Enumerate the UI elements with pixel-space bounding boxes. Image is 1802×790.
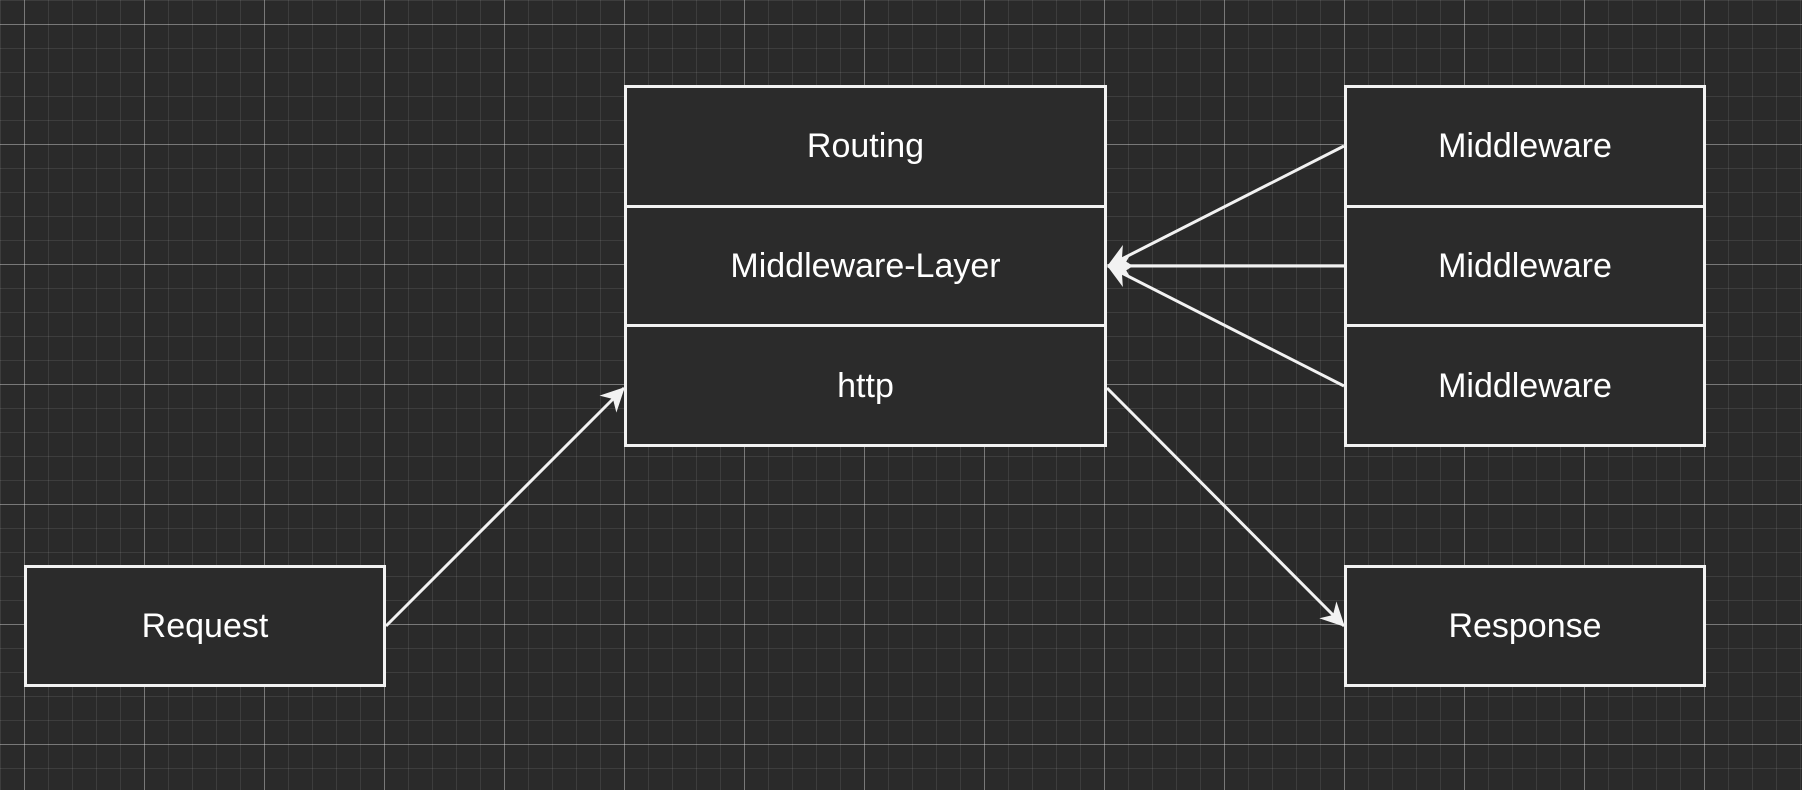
http-layer[interactable]: http — [627, 324, 1104, 444]
layer-stack[interactable]: Routing Middleware-Layer http — [624, 85, 1107, 447]
middleware-stack[interactable]: Middleware Middleware Middleware — [1344, 85, 1706, 447]
middleware-item-1[interactable]: Middleware — [1438, 127, 1612, 166]
request-to-http-arrow[interactable] — [384, 386, 626, 628]
request-node[interactable]: Request — [24, 565, 386, 687]
http-to-response-arrow[interactable] — [1105, 386, 1346, 628]
middleware-3-to-layer-arrow[interactable] — [1106, 264, 1345, 388]
response-node[interactable]: Response — [1344, 565, 1706, 687]
middleware-1-to-layer-arrow[interactable] — [1106, 144, 1345, 268]
middleware-item-2[interactable]: Middleware — [1347, 204, 1703, 325]
middleware-item-3[interactable]: Middleware — [1347, 324, 1703, 444]
routing-layer[interactable]: Routing — [806, 127, 925, 166]
middleware-layer[interactable]: Middleware-Layer — [627, 204, 1104, 325]
